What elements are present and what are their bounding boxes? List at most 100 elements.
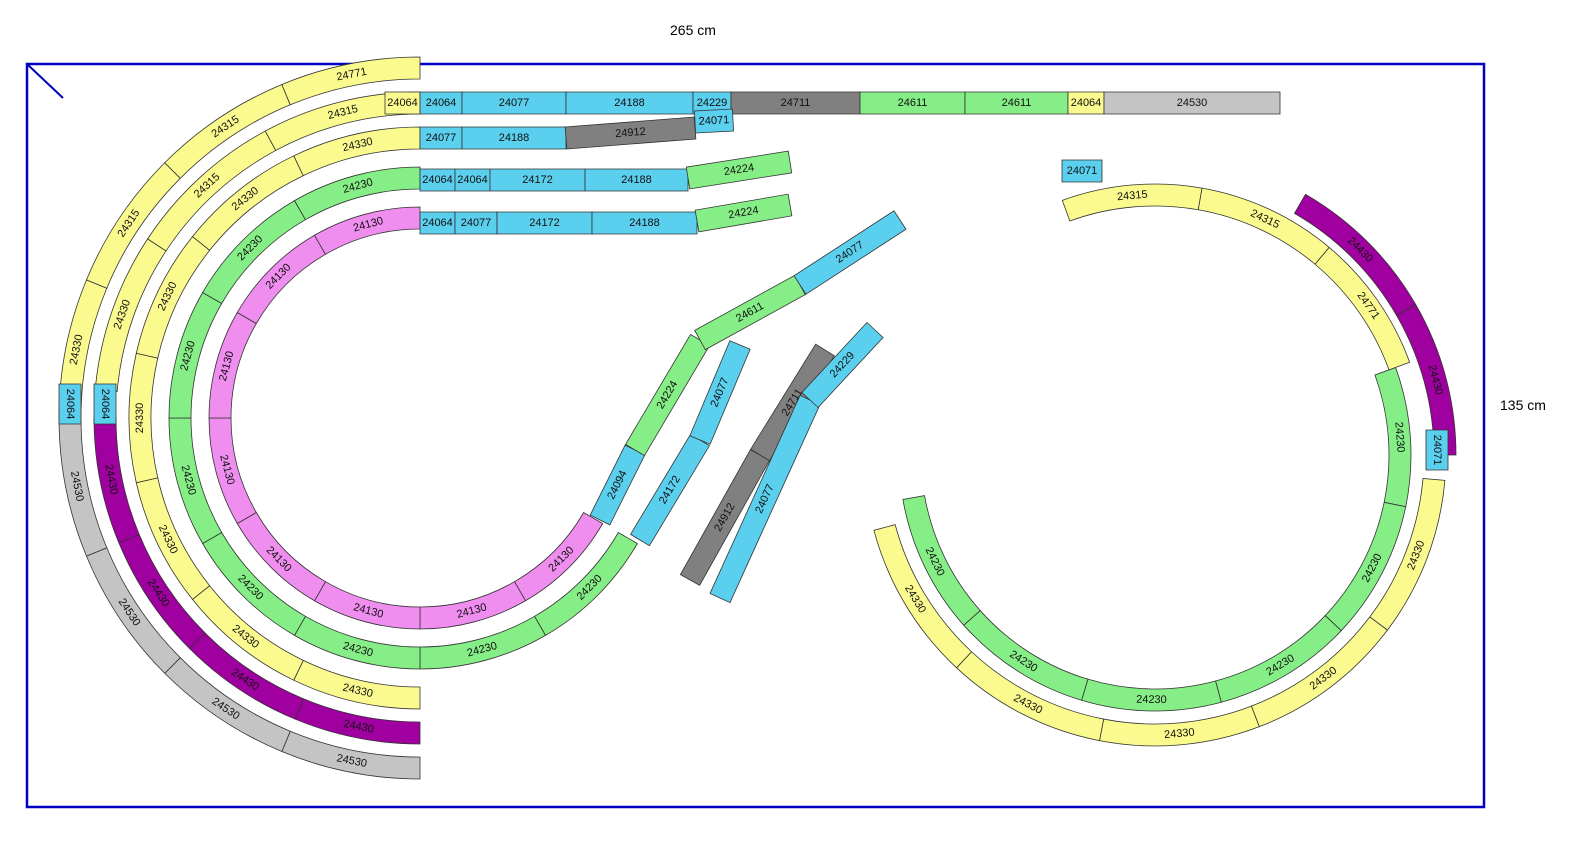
track-segment: 24077	[793, 210, 907, 295]
track-piece-shape	[1061, 159, 1103, 183]
track-code-label: 24430	[342, 718, 374, 736]
track-code-label: 24064	[64, 389, 76, 420]
track-piece-shape	[58, 383, 82, 425]
track-segment: 24077	[689, 340, 751, 445]
track-code-label: 24611	[1002, 97, 1032, 109]
track-segments: 2433024315243152477124530245302453024530…	[58, 56, 1457, 780]
track-code-label: 24530	[336, 752, 368, 770]
track-code-label: 24188	[621, 174, 652, 186]
track-segment: 24912	[564, 116, 697, 150]
track-segment: 24430	[294, 698, 421, 745]
track-segment: 24912	[679, 449, 771, 586]
track-segment: 24130	[313, 581, 421, 630]
track-segment: 24230	[293, 166, 421, 221]
track-piece-shape	[93, 383, 117, 425]
track-segment: 24064	[419, 91, 463, 115]
track-code-label: 24064	[422, 174, 453, 186]
track-code-label: 24188	[629, 217, 660, 229]
track-segment: 24064	[93, 383, 117, 425]
track-segment: 24071	[694, 108, 734, 134]
track-segment: 24330	[1369, 478, 1446, 631]
track-segment: 24230	[1374, 366, 1412, 508]
track-segment: 24064	[419, 211, 456, 235]
track-code-label: 24230	[1136, 694, 1167, 706]
track-code-label: 24188	[614, 97, 645, 109]
track-code-label: 24172	[522, 174, 553, 186]
track-piece-shape	[624, 333, 711, 457]
track-code-label: 24064	[426, 97, 457, 109]
track-code-label: 24611	[898, 97, 928, 109]
track-segment: 24064	[384, 91, 421, 115]
track-code-label: 24077	[426, 132, 457, 144]
track-piece-shape	[679, 449, 771, 586]
height-dimension-label: 135 cm	[1500, 397, 1546, 413]
width-dimension-label: 265 cm	[670, 22, 716, 38]
track-code-label: 24077	[461, 217, 492, 229]
track-segment: 24330	[128, 352, 159, 484]
track-piece-shape	[873, 524, 973, 669]
track-segment: 24230	[293, 615, 421, 670]
baseboard-outline	[25, 62, 1486, 809]
track-code-label: 24330	[68, 334, 86, 366]
track-segment: 24064	[419, 168, 456, 192]
track-segment: 24230	[1081, 678, 1222, 712]
track-code-label: 24172	[529, 217, 560, 229]
track-piece-shape	[564, 116, 697, 150]
track-segment: 24530	[281, 730, 421, 780]
track-segment: 24230	[168, 417, 223, 545]
track-code-label: 24230	[1392, 421, 1406, 452]
track-segment: 24611	[694, 274, 806, 351]
track-code-label: 24064	[457, 174, 488, 186]
track-code-label: 24077	[499, 97, 530, 109]
track-segment: 24530	[1103, 91, 1281, 115]
track-segment: 24330	[1099, 705, 1260, 747]
track-code-label: 24330	[1164, 727, 1196, 742]
track-code-label: 24711	[781, 97, 811, 109]
track-segment: 24229	[692, 91, 732, 115]
track-piece-shape	[902, 495, 981, 626]
track-segment: 24130	[313, 206, 421, 255]
track-segment: 24224	[694, 193, 793, 233]
track-segment: 24064	[1067, 91, 1105, 115]
track-piece-shape	[801, 321, 884, 409]
track-segment: 24094	[589, 444, 646, 526]
track-code-label: 24530	[1177, 97, 1208, 109]
track-piece-shape	[709, 394, 821, 604]
track-segment: 24064	[58, 383, 82, 425]
track-segment: 24188	[591, 211, 698, 235]
track-segment: 24071	[1425, 429, 1449, 471]
track-code-label: 24188	[499, 132, 530, 144]
corner-marker	[26, 63, 64, 99]
track-code-label: 24530	[68, 470, 86, 502]
track-segment: 24172	[496, 211, 593, 235]
track-segment: 24230	[419, 615, 547, 670]
track-segment: 24130	[208, 311, 257, 419]
track-segment: 24071	[1061, 159, 1103, 183]
track-piece-shape	[1314, 246, 1411, 371]
track-segment: 24315	[1061, 183, 1203, 222]
track-code-label: 24064	[387, 97, 418, 109]
track-piece-shape	[1103, 91, 1281, 115]
track-segment: 24077	[709, 394, 821, 604]
track-code-label: 24064	[422, 217, 453, 229]
track-segment: 24611	[964, 91, 1069, 115]
track-code-label: 24229	[697, 97, 728, 109]
track-piece-shape	[589, 444, 646, 526]
track-segment: 24064	[454, 168, 491, 192]
track-code-label: 24071	[698, 114, 729, 128]
track-code-label: 24064	[1071, 97, 1102, 109]
track-piece-shape	[694, 193, 793, 233]
track-piece-shape	[281, 56, 421, 106]
track-piece-shape	[694, 108, 734, 134]
track-code-label: 24771	[336, 66, 368, 84]
track-code-label: 24224	[723, 162, 755, 179]
track-code-label: 24430	[102, 463, 120, 495]
track-segment: 24230	[202, 531, 307, 636]
track-piece-shape	[1099, 705, 1260, 747]
track-code-label: 24315	[1117, 189, 1149, 204]
track-segment: 24315	[1197, 187, 1330, 265]
track-code-label: 24071	[1431, 435, 1443, 466]
track-code-label: 24912	[615, 126, 646, 140]
track-segment: 24077	[419, 126, 463, 150]
